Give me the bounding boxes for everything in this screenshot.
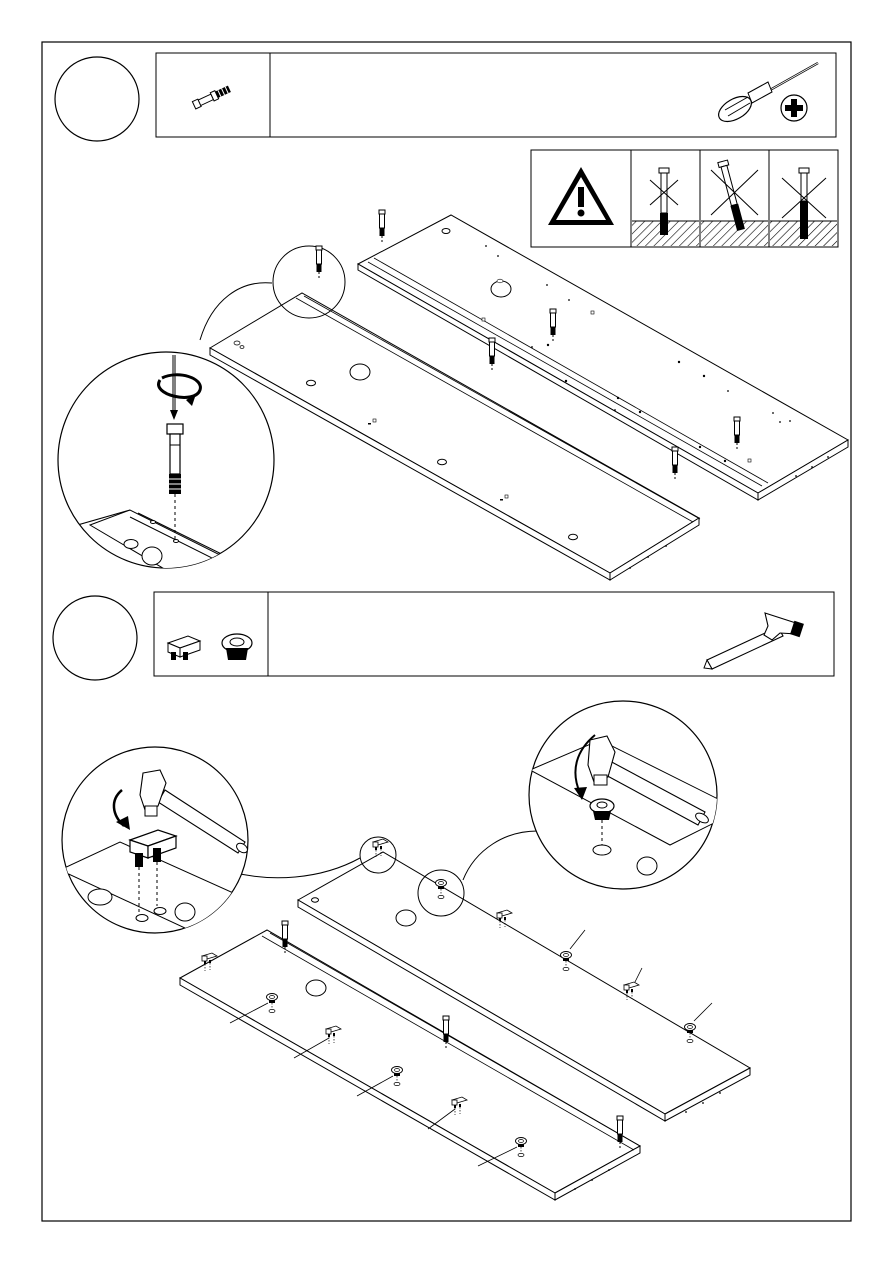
step-2-detail-magnifier-bushing (529, 701, 740, 889)
step-1 (55, 53, 848, 590)
step-1-detail-magnifier (58, 352, 274, 590)
step-2-number-circle (53, 596, 137, 680)
step-1-number-circle (55, 57, 139, 141)
step-2 (53, 592, 834, 1200)
step-2-panels (180, 831, 750, 1200)
step-2-parts-box (154, 592, 834, 676)
step-1-warning-box (531, 150, 838, 247)
step-1-parts-box (156, 53, 836, 137)
step-1-panels (200, 210, 848, 580)
step-2-detail-magnifier-support (60, 747, 260, 935)
